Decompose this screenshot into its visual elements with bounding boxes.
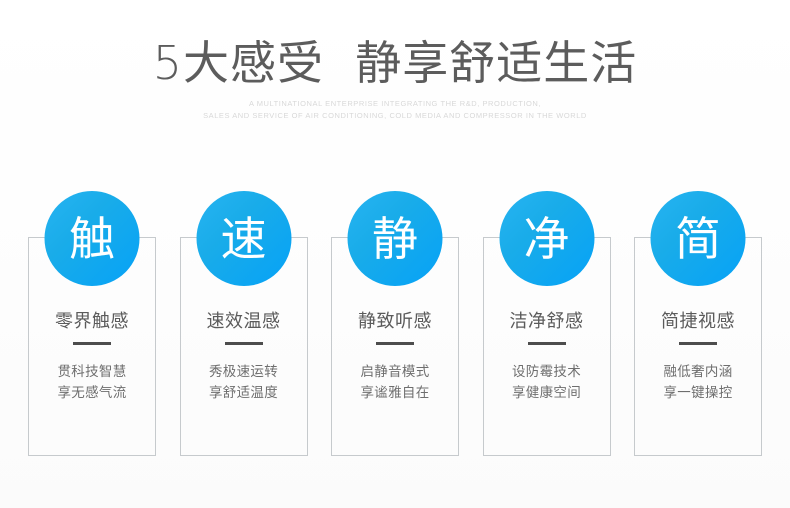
title-divider (224, 342, 263, 345)
feature-card-description: 贯科技智慧 享无感气流 (29, 362, 155, 404)
feature-badge-glyph: 静 (372, 212, 418, 266)
feature-card-4[interactable]: 洁净舒感 设防霉技术 享健康空间 净 (482, 191, 611, 456)
feature-badge-glyph: 触 (69, 212, 115, 266)
feature-card-content: 零界触感 贯科技智慧 享无感气流 (29, 238, 155, 455)
description-line-1: 贯科技智慧 (57, 364, 127, 380)
description-line-2: 享健康空间 (512, 385, 581, 401)
feature-card-title: 速效温感 (206, 311, 281, 332)
feature-card-3[interactable]: 静致听感 启静音模式 享谧雅自在 静 (331, 191, 459, 456)
description-line-2: 享一键操控 (663, 385, 733, 401)
feature-card-row: 零界触感 贯科技智慧 享无感气流 触 速效温感 秀极速运转 享舒适温度 (28, 191, 762, 457)
description-line-2: 享无感气流 (57, 385, 127, 401)
feature-card-title: 简捷视感 (661, 311, 735, 332)
description-line-2: 享谧雅自在 (360, 385, 430, 401)
feature-card-content: 静致听感 启静音模式 享谧雅自在 (332, 238, 458, 455)
title-divider (73, 342, 111, 345)
feature-card-2[interactable]: 速效温感 秀极速运转 享舒适温度 速 (179, 191, 308, 456)
title-divider (679, 342, 717, 345)
feature-badge-circle: 速 (196, 191, 291, 286)
feature-card-description: 秀极速运转 享舒适温度 (181, 362, 307, 404)
description-line-2: 享舒适温度 (209, 385, 278, 401)
feature-card-title: 静致听感 (358, 311, 432, 332)
title-divider (527, 342, 566, 345)
description-line-1: 启静音模式 (360, 364, 430, 380)
description-line-1: 设防霉技术 (512, 364, 581, 380)
feature-badge-circle: 静 (347, 191, 443, 286)
feature-card-title: 洁净舒感 (509, 311, 584, 332)
feature-card-content: 简捷视感 融低奢内涵 享一键操控 (635, 238, 761, 455)
title-divider (376, 342, 414, 345)
feature-badge-circle: 净 (499, 191, 594, 286)
feature-badge-glyph: 速 (220, 212, 267, 266)
page-title: 5大感受 静享舒适生活 (152, 36, 638, 90)
subtitle-line-1: A MULTINATIONAL ENTERPRISE INTEGRATING T… (248, 99, 542, 108)
feature-card-description: 设防霉技术 享健康空间 (484, 362, 610, 404)
feature-card-1[interactable]: 零界触感 贯科技智慧 享无感气流 触 (28, 191, 156, 456)
feature-badge-glyph: 净 (523, 212, 570, 266)
feature-badge-circle: 简 (650, 191, 746, 286)
subtitle-line-2: SALES AND SERVICE OF AIR CONDITIONING, C… (203, 111, 587, 120)
description-line-1: 秀极速运转 (209, 364, 278, 380)
feature-card-description: 融低奢内涵 享一键操控 (635, 362, 761, 404)
description-line-1: 融低奢内涵 (663, 364, 733, 380)
feature-badge-glyph: 简 (675, 212, 721, 266)
feature-card-5[interactable]: 简捷视感 融低奢内涵 享一键操控 简 (634, 191, 762, 456)
feature-badge-circle: 触 (44, 191, 140, 286)
feature-card-title: 零界触感 (55, 311, 129, 332)
feature-card-description: 启静音模式 享谧雅自在 (332, 362, 458, 404)
feature-card-content: 速效温感 秀极速运转 享舒适温度 (181, 238, 307, 455)
header: 5大感受 静享舒适生活 A MULTINATIONAL ENTERPRISE I… (0, 34, 790, 121)
feature-card-content: 洁净舒感 设防霉技术 享健康空间 (484, 238, 610, 455)
